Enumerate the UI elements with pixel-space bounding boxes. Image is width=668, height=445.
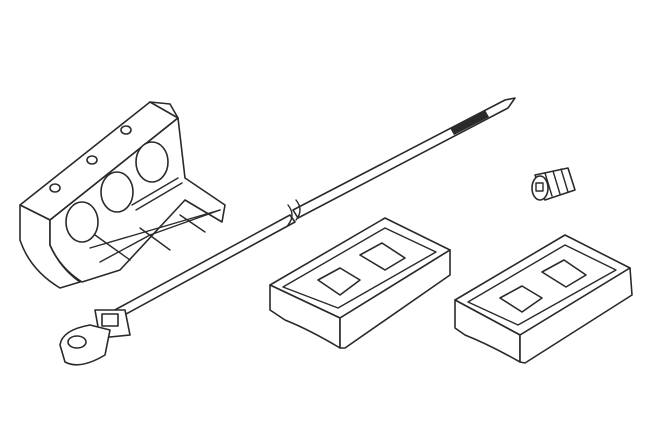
pad-rib (541, 259, 587, 288)
pad-rib (359, 242, 406, 271)
block-hole-1 (65, 201, 99, 243)
cable-tie (59, 97, 516, 366)
tie-break-mark (287, 199, 301, 226)
set-screw (531, 167, 576, 201)
tie-band (450, 110, 489, 135)
block-hole-2 (100, 171, 134, 213)
pad-rib (499, 285, 543, 313)
pad-rib (317, 267, 361, 296)
mounting-block (19, 101, 226, 289)
block-hole-3 (135, 141, 169, 183)
saddle-pad-2 (454, 234, 633, 364)
block-marking (131, 177, 183, 211)
saddle-pad-1 (269, 217, 451, 349)
